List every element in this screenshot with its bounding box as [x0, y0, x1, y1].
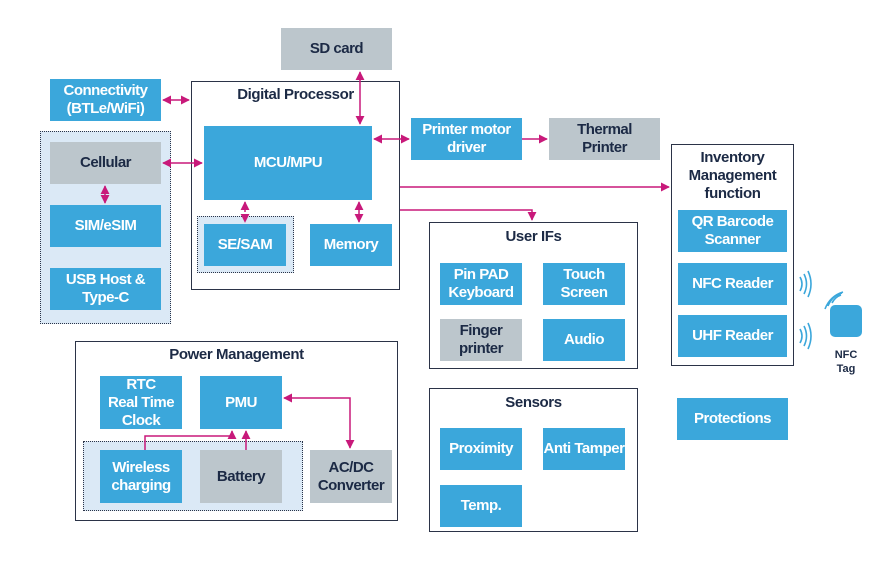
- battery-block: Battery: [200, 450, 282, 503]
- arrow-wireless-pmu: [144, 430, 237, 450]
- sd-card-block: SD card: [281, 28, 392, 70]
- uhf-reader-waves-icon: [799, 322, 812, 350]
- anti-tamper-block: Anti Tamper: [543, 428, 625, 470]
- pinpad-block: Pin PAD Keyboard: [440, 263, 522, 305]
- nfc-tag-waves-icon: [824, 291, 844, 310]
- touch-screen-block: Touch Screen: [543, 263, 625, 305]
- nfc-tag-label: NFC Tag: [834, 349, 858, 375]
- inventory-title: Inventory Management function: [688, 149, 777, 202]
- digital-processor-title: Digital Processor: [237, 86, 354, 103]
- connectivity-block: Connectivity (BTLe/WiFi): [50, 79, 161, 121]
- sensors-title: Sensors: [505, 394, 562, 411]
- nfc-reader-waves-icon: [799, 270, 812, 298]
- printer-motor-block: Printer motor driver: [411, 118, 522, 160]
- thermal-printer-block: Thermal Printer: [549, 118, 660, 160]
- protections-block: Protections: [677, 398, 788, 440]
- mcu-block: MCU/MPU: [204, 126, 372, 200]
- acdc-converter-block: AC/DC Converter: [310, 450, 392, 503]
- temp-block: Temp.: [440, 485, 522, 527]
- arrow-dp-userifs: [400, 209, 537, 221]
- qr-scanner-block: QR Barcode Scanner: [678, 210, 787, 252]
- memory-block: Memory: [310, 224, 392, 266]
- nfc-tag-icon: [830, 305, 862, 337]
- wireless-charging-block: Wireless charging: [100, 450, 182, 503]
- user-ifs-title: User IFs: [505, 228, 562, 245]
- nfc-reader-block: NFC Reader: [678, 263, 787, 305]
- rf-waves-icons: [799, 270, 844, 350]
- rtc-block: RTC Real Time Clock: [100, 376, 182, 429]
- finger-printer-block: Finger printer: [440, 319, 522, 361]
- se-sam-block: SE/SAM: [204, 224, 286, 266]
- uhf-reader-block: UHF Reader: [678, 315, 787, 357]
- usb-block: USB Host & Type-C: [50, 268, 161, 310]
- arrow-pmu-acdc: [283, 393, 355, 449]
- sim-block: SIM/eSIM: [50, 205, 161, 247]
- cellular-block: Cellular: [50, 142, 161, 184]
- power-management-title: Power Management: [169, 346, 304, 363]
- pmu-block: PMU: [200, 376, 282, 429]
- proximity-block: Proximity: [440, 428, 522, 470]
- audio-block: Audio: [543, 319, 625, 361]
